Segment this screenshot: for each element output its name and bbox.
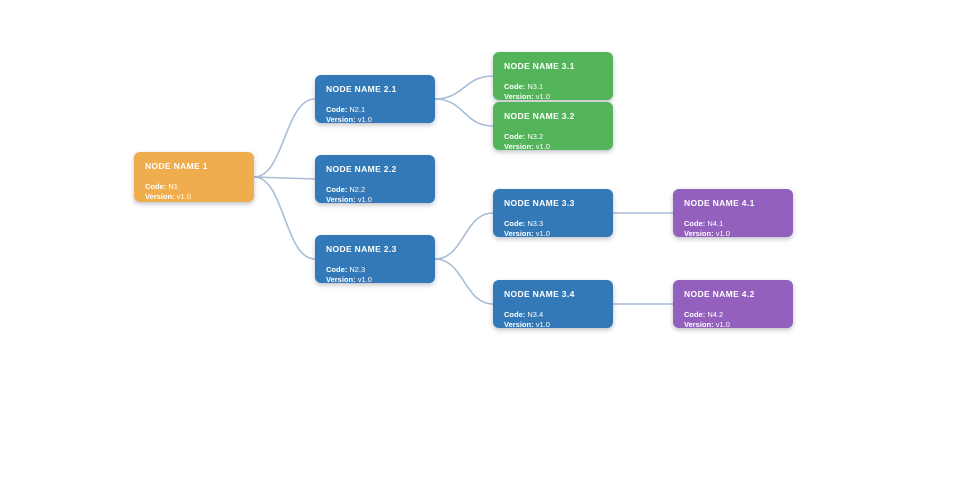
version-label: Version: xyxy=(684,228,714,238)
node-code-row: Code: N2.2 xyxy=(326,185,424,195)
node-version-row: Version: v1.0 xyxy=(684,229,782,238)
code-label: Code: xyxy=(684,310,706,319)
code-label: Code: xyxy=(145,182,167,191)
node-title: NODE NAME 4.2 xyxy=(684,289,755,299)
node-version-row: Version: v1.0 xyxy=(326,115,424,124)
code-value: N2.3 xyxy=(349,265,366,274)
node-code-row: Code: N3.1 xyxy=(504,82,602,92)
node-code-row: Code: N4.1 xyxy=(684,219,782,229)
version-value: v1.0 xyxy=(176,191,191,201)
node-code-row: Code: N3.2 xyxy=(504,132,602,142)
edge-n2_3-to-n3_3 xyxy=(434,212,494,260)
node-title: NODE NAME 2.3 xyxy=(326,244,397,254)
node-title: NODE NAME 3.4 xyxy=(504,289,575,299)
node-version-row: Version: v1.0 xyxy=(326,195,424,204)
node-version-row: Version: v1.0 xyxy=(326,275,424,284)
node-code-row: Code: N2.1 xyxy=(326,105,424,115)
version-value: v1.0 xyxy=(535,319,550,329)
version-value: v1.0 xyxy=(357,194,372,204)
code-label: Code: xyxy=(504,82,526,91)
version-label: Version: xyxy=(504,91,534,101)
code-value: N4.1 xyxy=(707,219,724,228)
node-version-row: Version: v1.0 xyxy=(684,320,782,329)
version-value: v1.0 xyxy=(535,141,550,151)
edge-n2_1-to-n3_1 xyxy=(434,75,494,100)
node-title: NODE NAME 2.2 xyxy=(326,164,397,174)
code-label: Code: xyxy=(326,265,348,274)
edge-n1-to-n2_2 xyxy=(253,176,316,180)
node-title: NODE NAME 4.1 xyxy=(684,198,755,208)
version-label: Version: xyxy=(326,114,356,124)
version-label: Version: xyxy=(326,274,356,284)
code-label: Code: xyxy=(326,185,348,194)
node-version-row: Version: v1.0 xyxy=(504,142,602,151)
version-value: v1.0 xyxy=(357,114,372,124)
node-title: NODE NAME 1 xyxy=(145,161,208,171)
code-label: Code: xyxy=(504,132,526,141)
node-code-row: Code: N4.2 xyxy=(684,310,782,320)
version-label: Version: xyxy=(504,228,534,238)
node-title: NODE NAME 3.3 xyxy=(504,198,575,208)
node-code-row: Code: N2.3 xyxy=(326,265,424,275)
version-label: Version: xyxy=(504,141,534,151)
node-code-row: Code: N3.3 xyxy=(504,219,602,229)
version-label: Version: xyxy=(326,194,356,204)
node-title: NODE NAME 3.2 xyxy=(504,111,575,121)
version-value: v1.0 xyxy=(535,228,550,238)
node-version-row: Version: v1.0 xyxy=(504,92,602,101)
version-label: Version: xyxy=(504,319,534,329)
node-version-row: Version: v1.0 xyxy=(145,192,243,202)
code-value: N3.3 xyxy=(527,219,544,228)
code-value: N1 xyxy=(168,182,178,191)
code-label: Code: xyxy=(684,219,706,228)
code-label: Code: xyxy=(504,310,526,319)
version-label: Version: xyxy=(145,191,175,201)
code-label: Code: xyxy=(504,219,526,228)
edge-n2_3-to-n3_4 xyxy=(434,258,494,305)
version-value: v1.0 xyxy=(357,274,372,284)
code-label: Code: xyxy=(326,105,348,114)
node-version-row: Version: v1.0 xyxy=(504,320,602,329)
version-value: v1.0 xyxy=(715,228,730,238)
node-code-row: Code: N3.4 xyxy=(504,310,602,320)
code-value: N2.1 xyxy=(349,105,366,114)
version-value: v1.0 xyxy=(535,91,550,101)
code-value: N3.4 xyxy=(527,310,544,319)
edge-n1-to-n2_1 xyxy=(253,98,316,178)
code-value: N3.2 xyxy=(527,132,544,141)
node-title: NODE NAME 3.1 xyxy=(504,61,575,71)
code-value: N2.2 xyxy=(349,185,366,194)
edge-n2_1-to-n3_2 xyxy=(434,98,494,127)
version-label: Version: xyxy=(684,319,714,329)
code-value: N4.2 xyxy=(707,310,724,319)
node-code-row: Code: N1 xyxy=(145,182,243,192)
version-value: v1.0 xyxy=(715,319,730,329)
node-title: NODE NAME 2.1 xyxy=(326,84,397,94)
edge-n1-to-n2_3 xyxy=(253,176,316,260)
code-value: N3.1 xyxy=(527,82,544,91)
node-version-row: Version: v1.0 xyxy=(504,229,602,238)
